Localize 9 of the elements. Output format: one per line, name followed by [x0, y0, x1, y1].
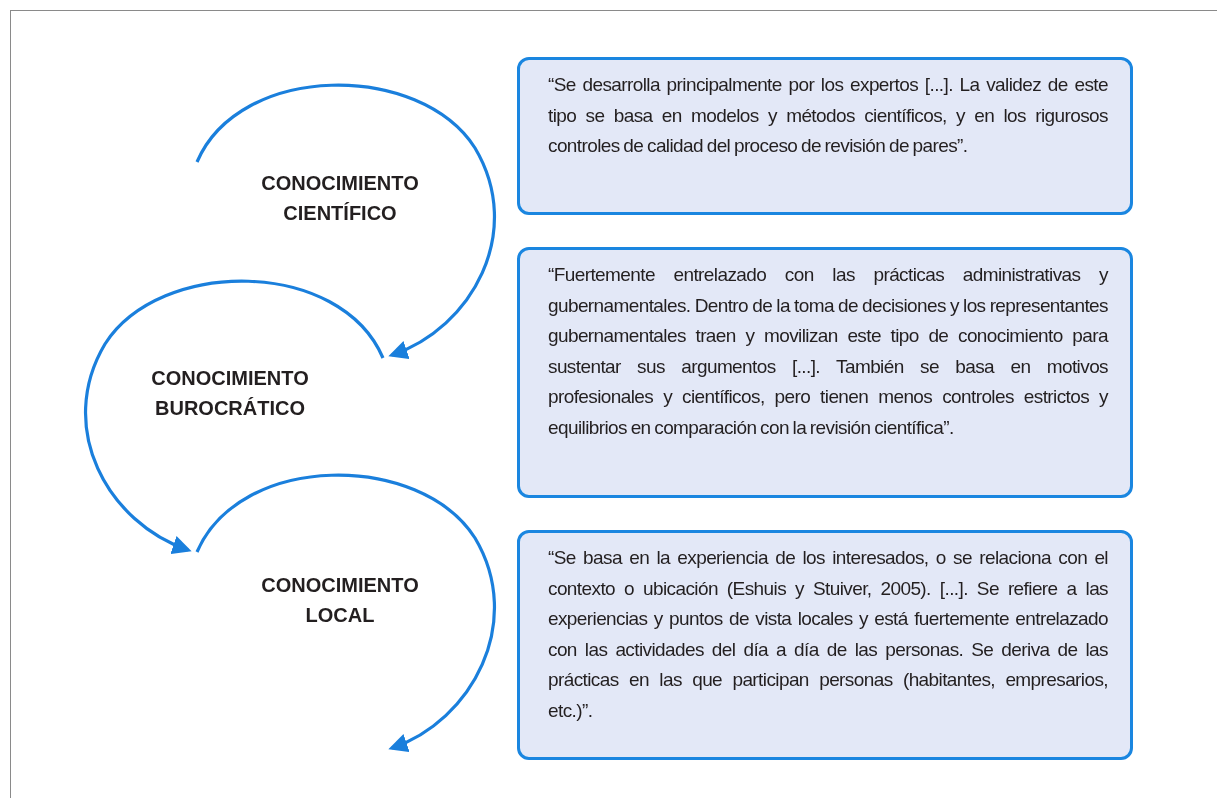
- concept-label: CONOCIMIENTO CIENTÍFICO: [240, 168, 440, 228]
- concept-label: CONOCIMIENTO LOCAL: [240, 570, 440, 630]
- quote-box: “Fuertemente entrelazado con las prácticas administrativas y gubernamentales. Dentro de la toma de decisiones y los representantes gubernamentales traen y movilizan este tipo de conocimiento para sustentar sus argumentos [...]. También se basa en motivos profesionales y científicos, pero tienen menos controles estrictos y equilibrios en comparación con la revisión científica”.: [517, 247, 1133, 498]
- quote-box: “Se basa en la experiencia de los interesados, o se relaciona con el contexto o ubicación (Eshuis y Stuiver, 2005). [...]. Se refiere a las experiencias y puntos de vista locales y está fuertemente entrelazado con las actividades del día a día de las personas. Se deriva de las prácticas en las que participan personas (habitantes, empresarios, etc.)”.: [517, 530, 1133, 760]
- curved-arrow: [195, 83, 496, 358]
- quote-box: “Se desarrolla principalmente por los expertos [...]. La validez de este tipo se basa en modelos y métodos científicos, y en los rigurosos controles de calidad del proceso de revisión de pares”.: [517, 57, 1133, 215]
- curved-arrow: [84, 279, 385, 553]
- concept-label: CONOCIMIENTO BUROCRÁTICO: [130, 363, 330, 423]
- curved-arrow: [195, 473, 496, 751]
